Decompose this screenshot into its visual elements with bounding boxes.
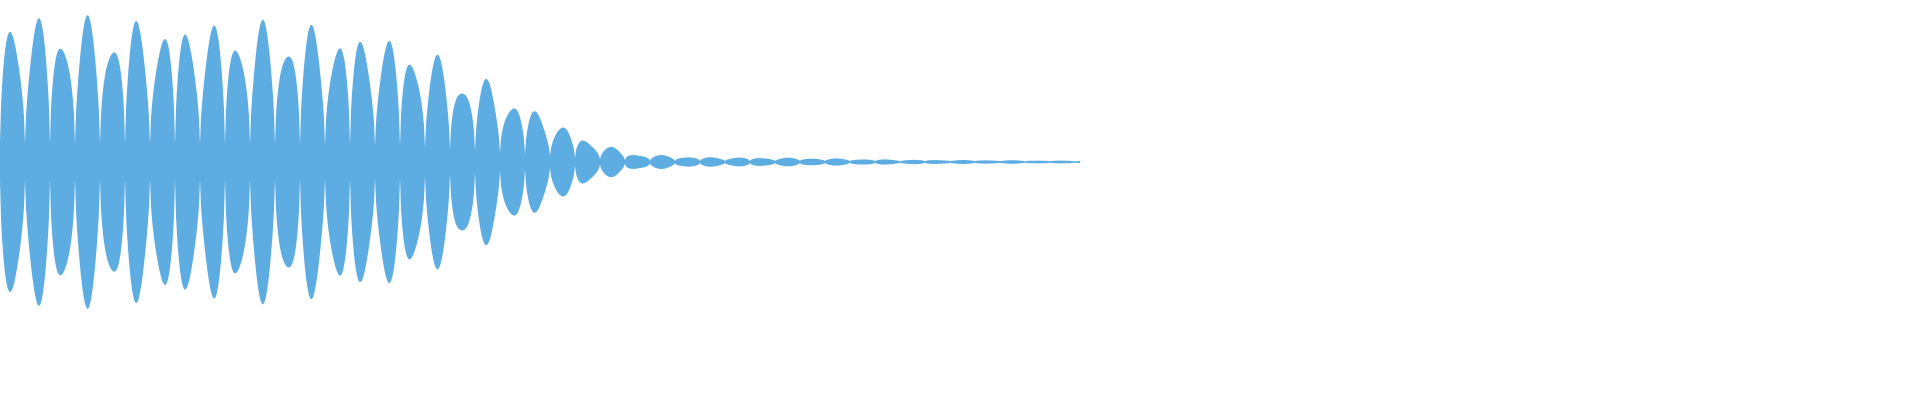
waveform-area	[0, 15, 1080, 309]
